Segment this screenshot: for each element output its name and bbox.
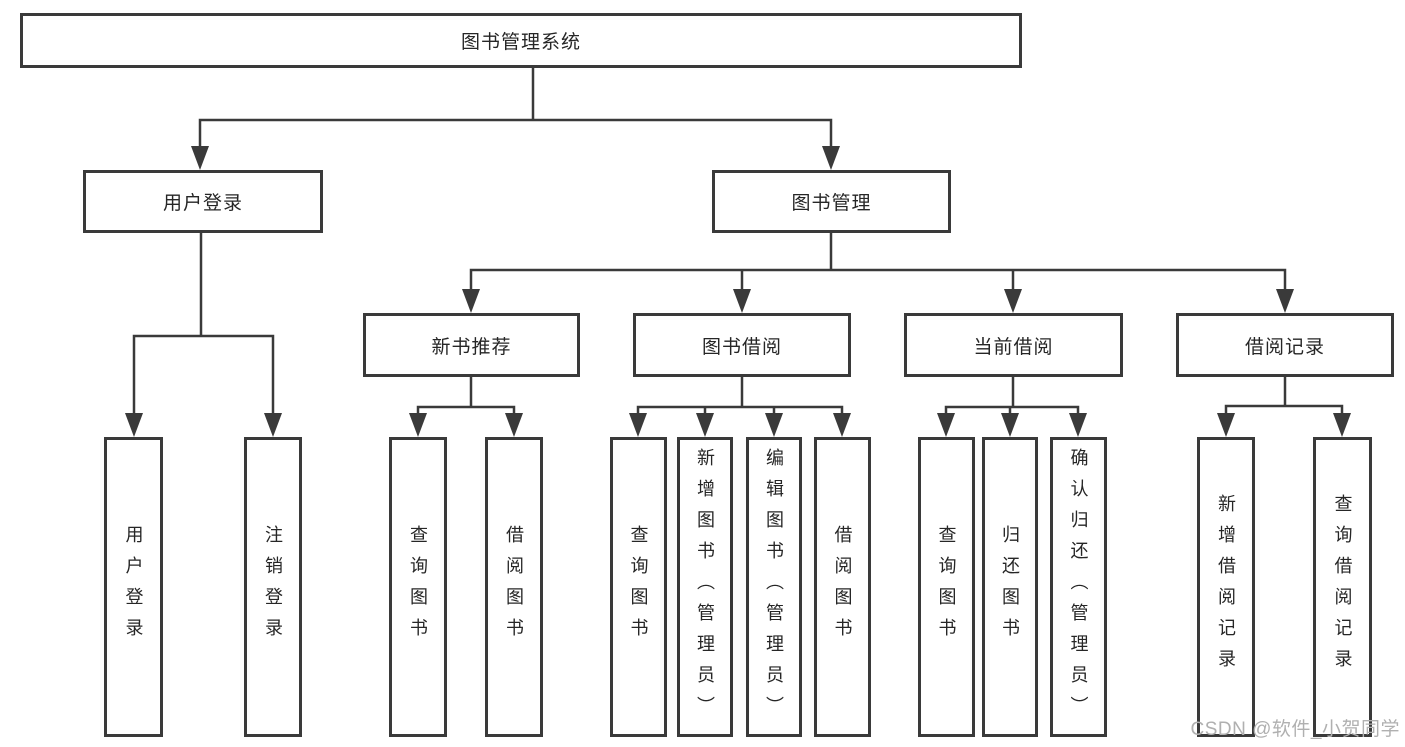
leaf-return-books: 归还图书 <box>982 437 1038 737</box>
node-user-login: 用户登录 <box>83 170 323 233</box>
leaf-borrow-books: 借阅图书 <box>814 437 871 737</box>
leaf-edit-books-admin: 编辑图书（管理员） <box>746 437 802 737</box>
node-book-borrow: 图书借阅 <box>633 313 851 377</box>
leaf-query-books-recommend: 查询图书 <box>389 437 447 737</box>
leaf-add-borrow-record: 新增借阅记录 <box>1197 437 1255 737</box>
leaf-user-login: 用户登录 <box>104 437 163 737</box>
leaf-add-books-admin: 新增图书（管理员） <box>677 437 733 737</box>
leaf-query-borrow-record: 查询借阅记录 <box>1313 437 1372 737</box>
leaf-borrow-books-recommend: 借阅图书 <box>485 437 543 737</box>
node-current-borrow: 当前借阅 <box>904 313 1123 377</box>
leaf-query-books-borrow: 查询图书 <box>610 437 667 737</box>
leaf-logout: 注销登录 <box>244 437 302 737</box>
node-new-book-recommend: 新书推荐 <box>363 313 580 377</box>
watermark-text: CSDN @软件_小贺同学 <box>1190 719 1400 740</box>
node-root: 图书管理系统 <box>20 13 1022 68</box>
leaf-confirm-return-admin: 确认归还（管理员） <box>1050 437 1107 737</box>
node-borrow-records: 借阅记录 <box>1176 313 1394 377</box>
node-book-management: 图书管理 <box>712 170 951 233</box>
leaf-query-books-current: 查询图书 <box>918 437 975 737</box>
